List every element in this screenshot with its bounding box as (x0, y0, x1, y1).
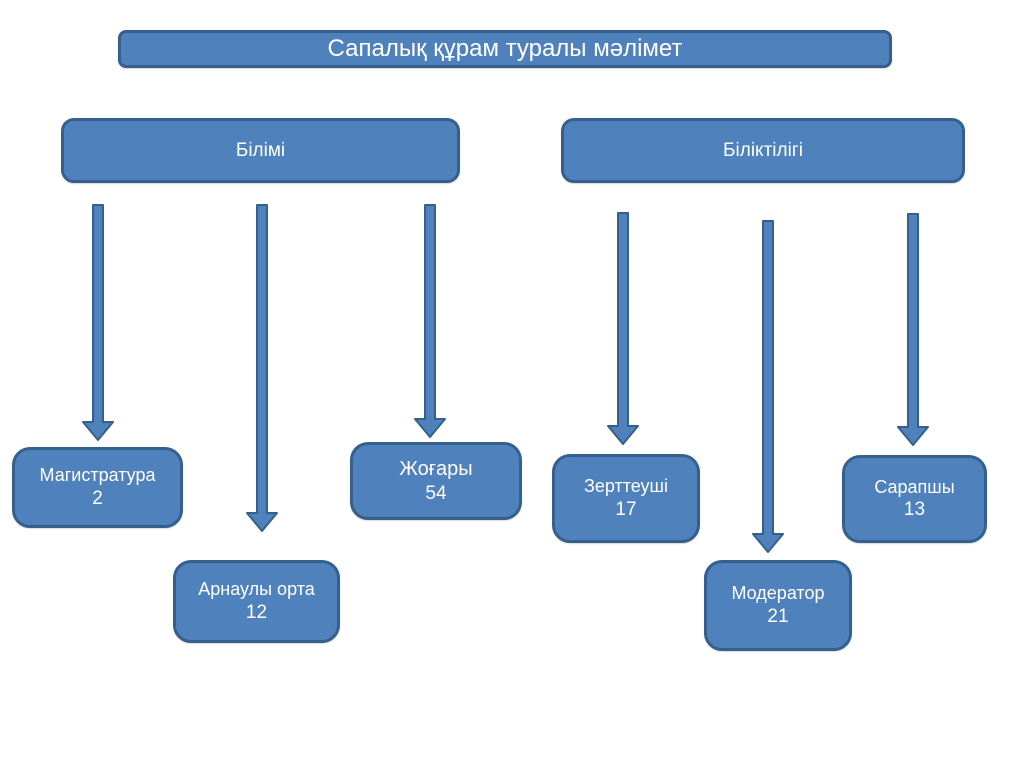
arrow-bilimi-zhogary (414, 204, 446, 438)
node-box-sarapshy: Сарапшы 13 (842, 455, 987, 543)
arrow-biliktiligi-zertteushi (607, 212, 639, 445)
arrow-bilimi-arnauly-orta (246, 204, 278, 532)
diagram-title: Сапалық құрам туралы мәлімет (327, 35, 683, 62)
title-box: Сапалық құрам туралы мәлімет (118, 30, 892, 68)
node-value: 13 (903, 499, 926, 521)
node-box-zertteushi: Зерттеуші 17 (552, 454, 700, 543)
node-label: Модератор (731, 583, 825, 604)
arrow-biliktiligi-moderator (752, 220, 784, 553)
node-box-zhogary: Жоғары 54 (350, 442, 522, 520)
node-label: Сарапшы (874, 476, 955, 497)
node-label: Зерттеуші (583, 476, 669, 497)
node-value: 2 (92, 487, 103, 509)
node-value: 54 (425, 482, 447, 504)
group-label: Білімі (235, 139, 286, 161)
arrow-biliktiligi-sarapshy (897, 213, 929, 446)
node-box-magistratura: Магистратура 2 (12, 447, 183, 528)
node-label: Жоғары (399, 457, 473, 480)
node-label: Арнаулы орта (198, 579, 315, 600)
node-box-moderator: Модератор 21 (704, 560, 852, 651)
node-box-arnauly-orta: Арнаулы орта 12 (173, 560, 340, 643)
group-box-bilimi: Білімі (61, 118, 460, 183)
node-value: 17 (615, 498, 637, 520)
group-box-biliktiligi: Біліктілігі (561, 118, 965, 183)
group-label: Біліктілігі (723, 139, 803, 161)
node-value: 21 (767, 605, 789, 627)
node-label: Магистратура (39, 465, 156, 486)
arrow-bilimi-magistratura (82, 204, 114, 441)
node-value: 12 (245, 601, 268, 623)
